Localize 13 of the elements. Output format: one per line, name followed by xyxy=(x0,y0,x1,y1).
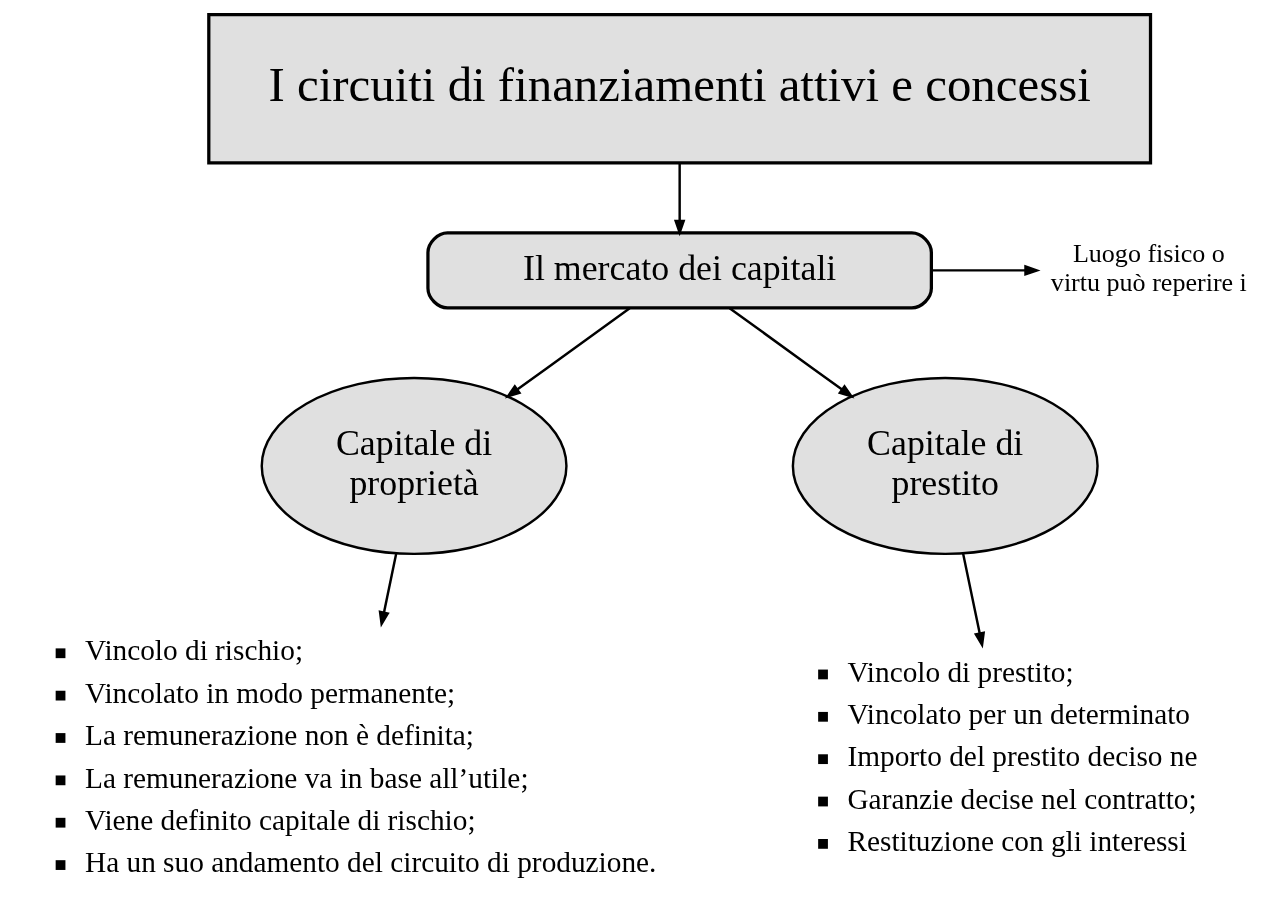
arrow xyxy=(961,553,986,649)
node-box: I circuiti di finanziamenti attivi e concessi xyxy=(207,12,1153,165)
node-ellipse: Capitale di proprietà xyxy=(260,376,568,556)
node-text: Luogo fisico o virtu può reperire i xyxy=(1050,238,1247,298)
node-box: Il mercato dei capitali xyxy=(426,231,933,310)
arrow xyxy=(931,264,1041,277)
node-text: Vincolo di prestito; Vincolato per un determinato Importo del prestito deciso ne Garanzie decise nel contratto; Restituzione con gli interessi xyxy=(847,655,1198,858)
node-ellipse: Capitale di prestito xyxy=(791,376,1099,556)
arrow xyxy=(504,307,631,399)
node-text: Vincolo di rischio; Vincolato in modo permanente; La remunerazione non è definita; La remunerazione va in base all’utile; Viene definito capitale di rischio; Ha un suo andamento del circuito di produzione. xyxy=(84,634,657,879)
arrow xyxy=(378,553,398,628)
arrow xyxy=(728,307,855,399)
arrow xyxy=(673,162,686,237)
